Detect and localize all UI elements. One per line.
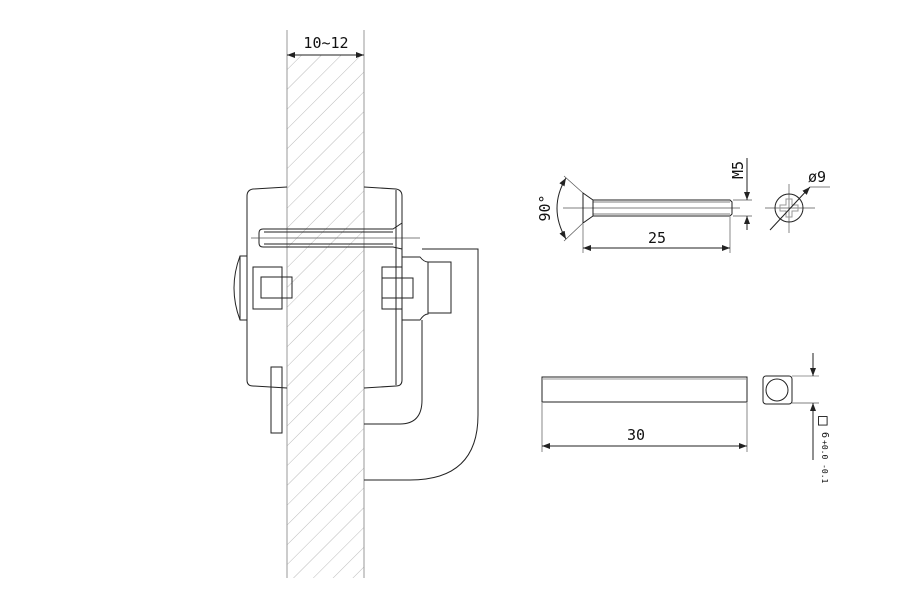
screw-length-label: 25 xyxy=(648,229,666,247)
outer-rosette xyxy=(363,186,452,389)
spindle-length-label: 30 xyxy=(627,426,645,444)
turn-tab xyxy=(270,366,283,434)
wall-section xyxy=(286,30,365,578)
spindle-detail: 30 xyxy=(541,376,748,452)
spindle-end-view: □ 6 +0.0 -0.1 xyxy=(762,353,830,484)
tolerance-label: +0.0 -0.1 xyxy=(820,440,829,484)
head-angle-label: 90° xyxy=(536,194,554,221)
square-symbol: □ xyxy=(818,410,828,429)
screw-detail: 90° 25 M5 xyxy=(536,158,752,253)
mounting-screw xyxy=(251,222,420,250)
thread-label: M5 xyxy=(729,161,747,179)
inner-rosette xyxy=(233,186,293,434)
lever-handle xyxy=(364,248,479,481)
wall-thickness-dimension: 10~12 xyxy=(287,34,364,58)
head-diameter-label: ø9 xyxy=(808,168,826,186)
square-size-label: 6 xyxy=(819,432,830,438)
wall-thickness-label: 10~12 xyxy=(303,34,348,52)
screw-head-view: ø9 xyxy=(765,168,830,233)
